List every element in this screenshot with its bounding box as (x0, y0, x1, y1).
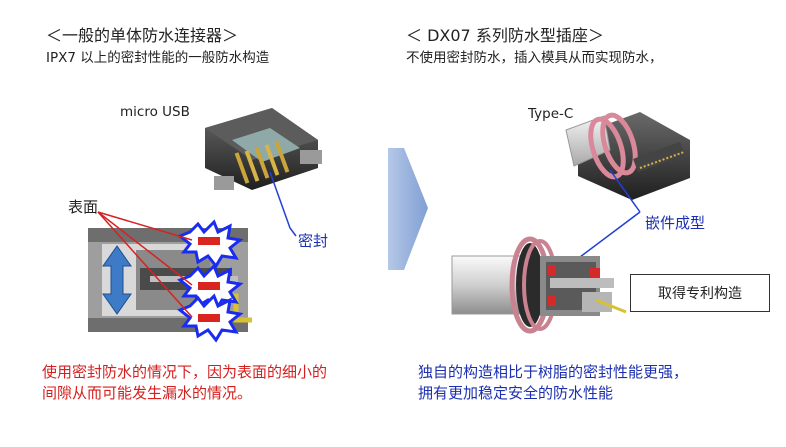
left-note-line-2: 间隙从而可能发生漏水的情况。 (42, 384, 253, 402)
left-note: 使用密封防水的情况下，因为表面的细小的 间隙从而可能发生漏水的情况。 (42, 362, 392, 404)
leak-burst-icon (177, 219, 244, 343)
insert-molding-label: 嵌件成型 (645, 214, 706, 232)
type-c-cross-section (451, 236, 627, 334)
left-heading: ＜一般的单体防水连接器＞ (46, 26, 239, 45)
right-subheading: 不使用密封防水，插入模具从而实现防水， (406, 50, 663, 66)
right-heading: ＜ DX07 系列防水型插座＞ (406, 26, 604, 45)
left-note-line-1: 使用密封防水的情况下，因为表面的细小的 (42, 363, 328, 381)
patent-box: 取得专利构造 (630, 274, 770, 312)
patent-label: 取得专利构造 (658, 286, 742, 302)
right-note-line-1: 独自的构造相比于树脂的密封性能更强， (418, 363, 689, 381)
type-c-label: Type-C (528, 106, 574, 122)
left-subheading: IPX7 以上的密封性能的一般防水构造 (46, 50, 270, 66)
seal-pointer-line (269, 171, 297, 237)
surface-pointer-lines (97, 211, 193, 318)
seal-label: 密封 (298, 232, 329, 250)
micro-usb-label: micro USB (120, 104, 190, 120)
surface-label: 表面 (68, 198, 99, 216)
right-note-line-2: 拥有更加稳定安全的防水性能 (418, 384, 614, 402)
micro-usb-connector-image (205, 108, 322, 190)
right-arrow-icon (388, 148, 428, 270)
right-note: 独自的构造相比于树脂的密封性能更强， 拥有更加稳定安全的防水性能 (418, 362, 758, 404)
pressure-arrow-icon (102, 245, 132, 315)
type-c-connector-image (565, 112, 690, 200)
